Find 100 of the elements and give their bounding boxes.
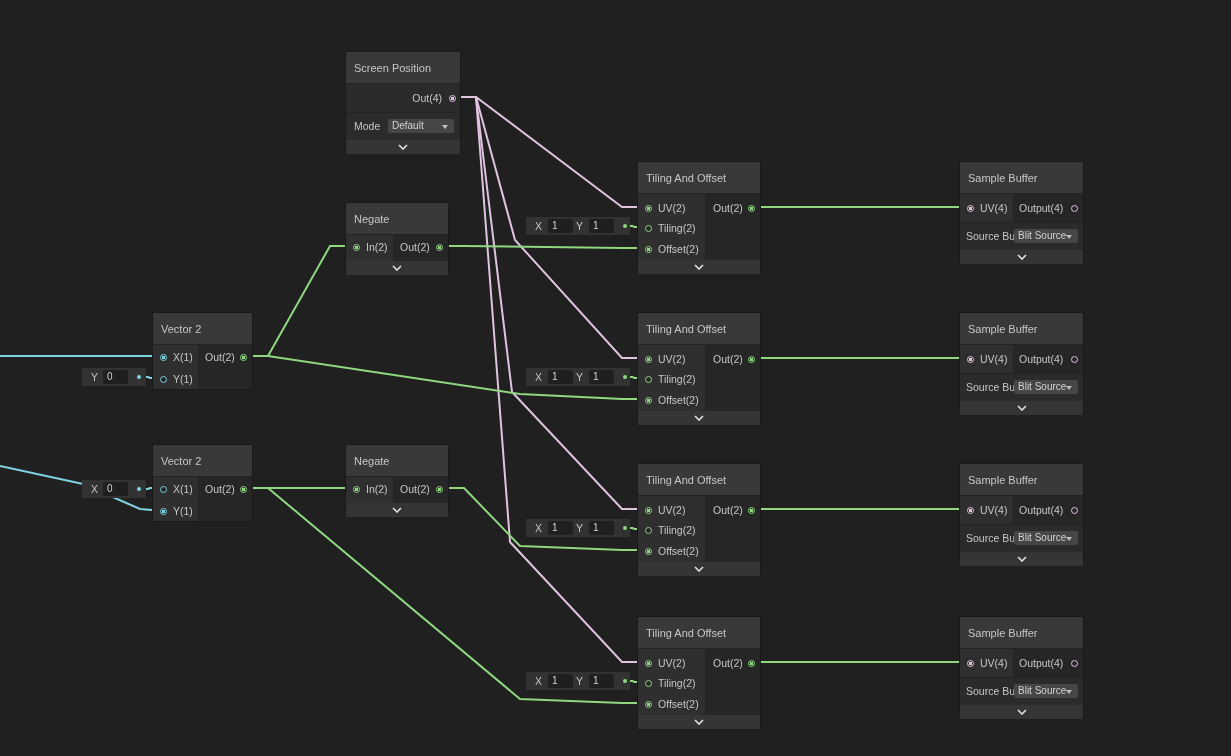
field-label: X	[535, 674, 542, 688]
field-label: X	[535, 219, 542, 233]
field-label: Mode	[354, 119, 381, 133]
field-label: X	[535, 521, 542, 535]
number-field: 1	[548, 219, 573, 233]
inline-input-panel	[82, 480, 146, 498]
port-label: Out(2)	[713, 352, 743, 366]
port-label: In(2)	[366, 240, 388, 254]
dropdown: Blit Source	[1014, 531, 1078, 545]
port-label: UV(4)	[980, 352, 1008, 366]
shader-node	[637, 161, 761, 273]
wire	[629, 680, 638, 683]
wire	[629, 376, 638, 379]
number-field: 1	[548, 521, 573, 535]
port-label: UV(2)	[658, 352, 686, 366]
inline-input-panel	[526, 672, 630, 690]
number-field: 1	[589, 370, 614, 384]
port-label: Out(2)	[400, 240, 430, 254]
port-label: In(2)	[366, 482, 388, 496]
field-label: Y	[91, 370, 98, 384]
field-label: X	[91, 482, 98, 496]
inline-input-panel	[526, 368, 630, 386]
port-label: Tiling(2)	[658, 523, 696, 537]
port-label: Tiling(2)	[658, 221, 696, 235]
field-label: Source Bu	[966, 229, 1016, 243]
shader-node	[637, 463, 761, 575]
port-label: UV(4)	[980, 656, 1008, 670]
shader-node	[345, 202, 449, 274]
field-label: Y	[576, 370, 583, 384]
shader-node	[152, 444, 253, 522]
port-label: Out(2)	[400, 482, 430, 496]
number-field: 1	[589, 521, 614, 535]
port-label: Output(4)	[1019, 201, 1064, 215]
node-title: Tiling And Offset	[646, 626, 727, 640]
port-label: Tiling(2)	[658, 372, 696, 386]
dropdown: Blit Source	[1014, 380, 1078, 394]
inline-input-panel	[82, 368, 146, 386]
wire	[629, 527, 638, 530]
wire	[760, 508, 960, 510]
number-field: 1	[548, 674, 573, 688]
node-title: Negate	[354, 212, 390, 226]
shader-node	[637, 312, 761, 424]
field-label: Source Bu	[966, 531, 1016, 545]
port-label: Offset(2)	[658, 242, 699, 256]
dropdown: Blit Source	[1014, 229, 1078, 243]
node-title: Tiling And Offset	[646, 322, 727, 336]
node-title: Tiling And Offset	[646, 171, 727, 185]
port-label: Offset(2)	[658, 544, 699, 558]
port-label: Offset(2)	[658, 393, 699, 407]
port-label: UV(2)	[658, 656, 686, 670]
number-field: 0	[103, 370, 128, 384]
port-label: UV(4)	[980, 201, 1008, 215]
dropdown: Default	[388, 119, 454, 133]
wire	[760, 661, 960, 663]
shader-node	[959, 161, 1084, 263]
node-title: Negate	[354, 454, 390, 468]
port-label: UV(2)	[658, 503, 686, 517]
wire	[448, 245, 638, 249]
port-label: Out(2)	[713, 201, 743, 215]
dropdown: Blit Source	[1014, 684, 1078, 698]
port-label: Out(2)	[713, 503, 743, 517]
port-label: Out(2)	[205, 350, 235, 364]
field-label: Source Bu	[966, 380, 1016, 394]
port-label: UV(4)	[980, 503, 1008, 517]
wire	[760, 357, 960, 359]
wire	[145, 487, 153, 490]
port-label: Output(4)	[1019, 503, 1064, 517]
port-label: X(1)	[173, 482, 193, 496]
number-field: 1	[589, 674, 614, 688]
node-title: Vector 2	[161, 454, 202, 468]
port-label: Y(1)	[173, 372, 193, 386]
field-label: Y	[576, 521, 583, 535]
port-label: X(1)	[173, 350, 193, 364]
inline-input-panel	[526, 217, 630, 235]
port-label: Offset(2)	[658, 697, 699, 711]
shader-node	[959, 312, 1084, 414]
wire	[448, 487, 638, 551]
shader-node	[345, 444, 449, 516]
node-title: Sample Buffer	[968, 473, 1038, 487]
number-field: 1	[589, 219, 614, 233]
field-label: Source Bu	[966, 684, 1016, 698]
shader-node	[345, 51, 461, 153]
shader-node	[152, 312, 253, 390]
wire	[760, 206, 960, 208]
wire	[0, 355, 153, 357]
node-title: Sample Buffer	[968, 626, 1038, 640]
port-label: Output(4)	[1019, 656, 1064, 670]
node-title: Sample Buffer	[968, 322, 1038, 336]
port-label: Out(2)	[205, 482, 235, 496]
port-label: Out(4)	[412, 91, 442, 105]
port-label: Out(2)	[713, 656, 743, 670]
shader-node	[637, 616, 761, 728]
shader-node	[959, 616, 1084, 718]
port-label: UV(2)	[658, 201, 686, 215]
field-label: Y	[576, 674, 583, 688]
inline-input-panel	[526, 519, 630, 537]
node-title: Screen Position	[354, 61, 432, 75]
wire	[145, 376, 153, 379]
field-label: X	[535, 370, 542, 384]
number-field: 0	[103, 482, 128, 496]
